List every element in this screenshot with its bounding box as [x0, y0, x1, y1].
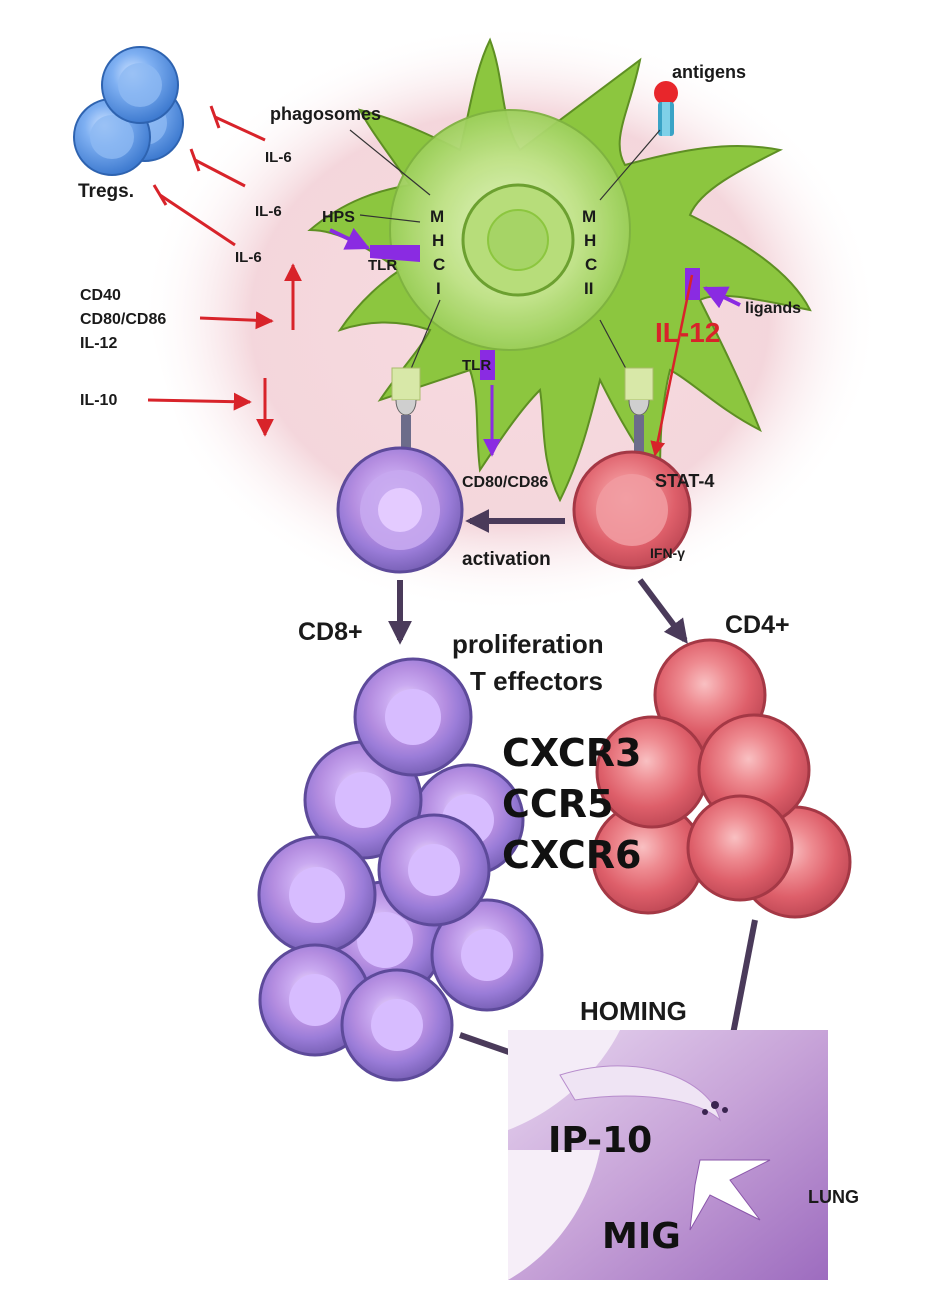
lung-histology-image — [508, 1030, 828, 1280]
il10-label: IL-10 — [80, 392, 117, 409]
cd8-cell — [336, 446, 464, 574]
il6-label-1: IL-6 — [265, 149, 292, 166]
cd8-label: CD8+ — [298, 618, 363, 646]
cd80-cd86-center-label: CD80/CD86 — [462, 474, 548, 491]
activation-label: activation — [462, 549, 551, 570]
ifn-gamma-label: IFN-γ — [650, 545, 685, 561]
il12-red-label: IL-12 — [655, 317, 720, 348]
antigens-label: antigens — [672, 62, 746, 82]
cd40-label: CD40 — [80, 287, 121, 304]
mhc-i-letter-c: C — [433, 255, 445, 274]
tregs-cells — [73, 46, 184, 176]
stat4-label: STAT-4 — [655, 471, 714, 491]
il12-left-label: IL-12 — [80, 335, 117, 352]
proliferation-label: proliferation — [452, 629, 604, 659]
tlr-left-label: TLR — [368, 257, 397, 274]
tlr-center-label: TLR — [462, 357, 491, 374]
mhc-i-letter-i: I — [436, 279, 441, 298]
ip10-label: IP-10 — [548, 1120, 652, 1161]
left-regulation-arrows — [147, 263, 302, 437]
cxcr6-label: CXCR6 — [502, 833, 641, 877]
cxcr3-label: CXCR3 — [502, 731, 641, 775]
cd4-cluster — [591, 638, 852, 919]
antigen-receptor-icon — [654, 81, 678, 136]
tregs-label: Tregs. — [78, 181, 134, 202]
mhc-ii-letter-m: M — [582, 207, 596, 226]
cd4-cell — [572, 450, 692, 570]
dendritic-cell — [307, 37, 812, 503]
mhc-i-letter-h: H — [432, 231, 444, 250]
ligands-label: ligands — [745, 300, 801, 317]
homing-label: HOMING — [580, 996, 687, 1026]
phagosomes-label: phagosomes — [270, 104, 381, 124]
tcr-stalks — [391, 367, 654, 457]
mhc-ii-letter-c: C — [585, 255, 597, 274]
il6-inhibition-lines — [152, 105, 266, 247]
mhc-ii-letter-ii: II — [584, 279, 593, 298]
mhc-ii-letter-h: H — [584, 231, 596, 250]
cd4-label: CD4+ — [725, 611, 790, 639]
il6-label-2: IL-6 — [255, 203, 282, 220]
il12-arrow — [650, 274, 694, 457]
cd8-cluster — [257, 657, 544, 1082]
hps-label: HPS — [322, 209, 355, 226]
lung-label: LUNG — [808, 1187, 859, 1207]
cd80-cd86-left-label: CD80/CD86 — [80, 311, 166, 328]
ccr5-label: CCR5 — [502, 782, 613, 826]
il6-label-3: IL-6 — [235, 249, 262, 266]
mig-label: MIG — [602, 1216, 681, 1257]
mhc-i-letter-m: M — [430, 207, 444, 226]
t-effectors-label: T effectors — [470, 666, 603, 696]
